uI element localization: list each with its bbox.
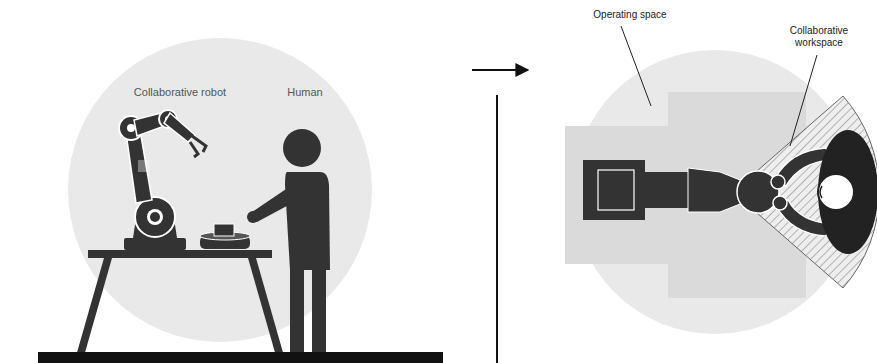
text-label: Human <box>275 86 335 99</box>
zone-circle <box>68 38 372 342</box>
leader-line <box>621 26 651 106</box>
leader-line <box>790 55 817 146</box>
human-top-view <box>771 130 877 254</box>
collaborative-sector <box>733 96 877 288</box>
divider <box>496 95 498 363</box>
table <box>76 250 284 356</box>
text-label: Collaborative workspace <box>782 25 856 48</box>
arrow <box>472 69 528 71</box>
human-figure <box>247 129 330 356</box>
workpiece <box>200 224 250 249</box>
robot-arm <box>119 110 206 250</box>
text-label: Collaborative robot <box>115 86 245 99</box>
robot-top-view <box>583 160 779 220</box>
floor <box>38 352 443 363</box>
text-label: Operating space <box>580 9 680 21</box>
